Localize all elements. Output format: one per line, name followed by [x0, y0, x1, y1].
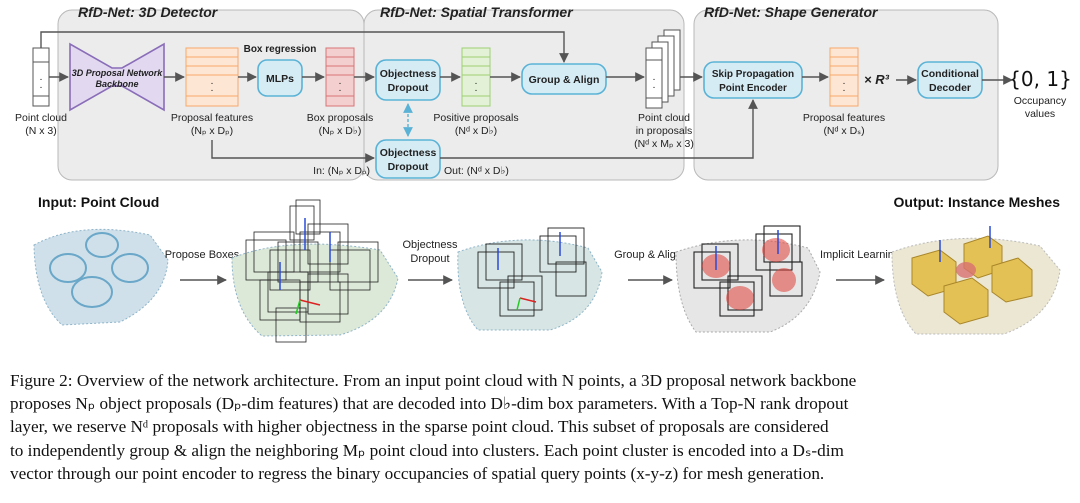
occupancy-label-2: values — [1025, 108, 1055, 120]
point-cloud-label: Point cloud — [15, 112, 67, 124]
objectness-dropout-label-2: Dropout — [388, 82, 429, 94]
svg-text:·: · — [474, 84, 478, 96]
svg-text:·: · — [39, 81, 43, 93]
skip-propagation-node — [703, 61, 803, 99]
positive-proposals-block: · · — [461, 47, 491, 107]
input-title: Input: Point Cloud — [38, 194, 159, 210]
mlps-label: MLPs — [266, 73, 294, 85]
caption-line-5: vector through our point encoder to regr… — [10, 463, 825, 483]
objectness-dropout-node — [375, 59, 441, 101]
group-align-node — [521, 63, 607, 95]
transformer-module-title: RfD-Net: Spatial Transformer — [380, 4, 574, 20]
svg-text:·: · — [338, 84, 342, 96]
proposal-features-label: Proposal features — [171, 112, 253, 124]
conditional-decoder-label-2: Decoder — [929, 82, 971, 94]
box-regression-label: Box regression — [244, 44, 317, 55]
svg-text:·: · — [338, 77, 342, 89]
scene-input-point-cloud — [33, 228, 169, 326]
caption-line-2: proposes Nₚ object proposals (Dₚ-dim fea… — [10, 394, 849, 414]
output-title: Output: Instance Meshes — [894, 194, 1061, 210]
proposal-features-2-block: · · — [829, 47, 859, 107]
step-objectness-dropout-2: Dropout — [410, 253, 449, 265]
times-r3-label: × R³ — [864, 72, 890, 87]
objectness-dropout-label-1: Objectness — [380, 68, 437, 80]
pc-in-proposals-label-1: Point cloud — [638, 112, 690, 124]
box-proposals-dim: (Nₚ x D♭) — [319, 125, 362, 137]
figure-caption: Figure 2: Overview of the network archit… — [10, 369, 1072, 485]
objectness-dropout-node-2 — [375, 139, 441, 179]
skip-propagation-label-2: Point Encoder — [719, 83, 787, 94]
pc-in-proposals-label-2: in proposals — [636, 125, 693, 137]
step-implicit-learning: Implicit Learning — [820, 249, 900, 261]
svg-text:·: · — [842, 84, 846, 96]
box-proposals-block: · · — [325, 47, 355, 107]
point-cloud-stack: · · — [645, 29, 681, 109]
pc-in-proposals-dim: (Nᵈ x Mₚ x 3) — [634, 138, 694, 150]
backbone-label-2: Backbone — [95, 79, 138, 89]
proposal-features-2-dim: (Nᵈ x Dₛ) — [823, 125, 864, 137]
out-label: Out: (Nᵈ x D♭) — [444, 165, 509, 177]
objectness-dropout-2-label-1: Objectness — [380, 147, 437, 159]
scene-proposed-boxes — [231, 199, 399, 343]
svg-text:·: · — [474, 77, 478, 89]
occupancy-set: {0, 1} — [1008, 67, 1072, 91]
proposal-features-block: · · — [185, 47, 239, 107]
svg-text:·: · — [842, 77, 846, 89]
step-group-align: Group & Align — [614, 249, 682, 261]
caption-line-3: layer, we reserve Nᵈ proposals with high… — [10, 417, 829, 437]
group-align-label: Group & Align — [529, 74, 600, 86]
svg-text:·: · — [210, 84, 214, 96]
proposal-features-dim: (Nₚ x Dₚ) — [191, 125, 233, 137]
point-cloud-dim: (N x 3) — [25, 125, 57, 137]
caption-line-1: Figure 2: Overview of the network archit… — [10, 371, 857, 390]
proposal-features-2-label: Proposal features — [803, 112, 885, 124]
skip-propagation-label-1: Skip Propagation — [712, 69, 794, 80]
svg-text:·: · — [652, 73, 656, 85]
caption-line-4: to independently group & align the neigh… — [10, 440, 844, 460]
detector-module-title: RfD-Net: 3D Detector — [78, 4, 219, 20]
input-point-vector: · · — [32, 47, 50, 107]
occupancy-label-1: Occupancy — [1014, 95, 1067, 107]
positive-proposals-label: Positive proposals — [433, 112, 518, 124]
flow-arrows — [40, 31, 1013, 163]
backbone-node — [69, 42, 165, 112]
scene-grouped — [675, 225, 821, 333]
architecture-diagram: RfD-Net: 3D Detector RfD-Net: Spatial Tr… — [15, 4, 1072, 343]
mlps-node — [257, 59, 303, 97]
backbone-label-1: 3D Proposal Network — [72, 68, 164, 78]
step-propose-boxes: Propose Boxes — [165, 249, 240, 261]
step-objectness-dropout-1: Objectness — [402, 239, 458, 251]
scene-output-meshes — [891, 226, 1061, 335]
conditional-decoder-label-1: Conditional — [921, 68, 979, 80]
positive-proposals-dim: (Nᵈ x D♭) — [455, 125, 497, 137]
in-label: In: (Nₚ x Dₚ) — [313, 165, 370, 177]
svg-text:·: · — [652, 81, 656, 93]
scene-after-dropout — [457, 227, 603, 331]
transformer-module-panel — [363, 9, 685, 181]
svg-text:·: · — [39, 73, 43, 85]
generator-module-title: RfD-Net: Shape Generator — [704, 4, 879, 20]
box-proposals-label: Box proposals — [307, 112, 374, 124]
objectness-dropout-2-label-2: Dropout — [388, 161, 429, 173]
svg-text:·: · — [210, 77, 214, 89]
